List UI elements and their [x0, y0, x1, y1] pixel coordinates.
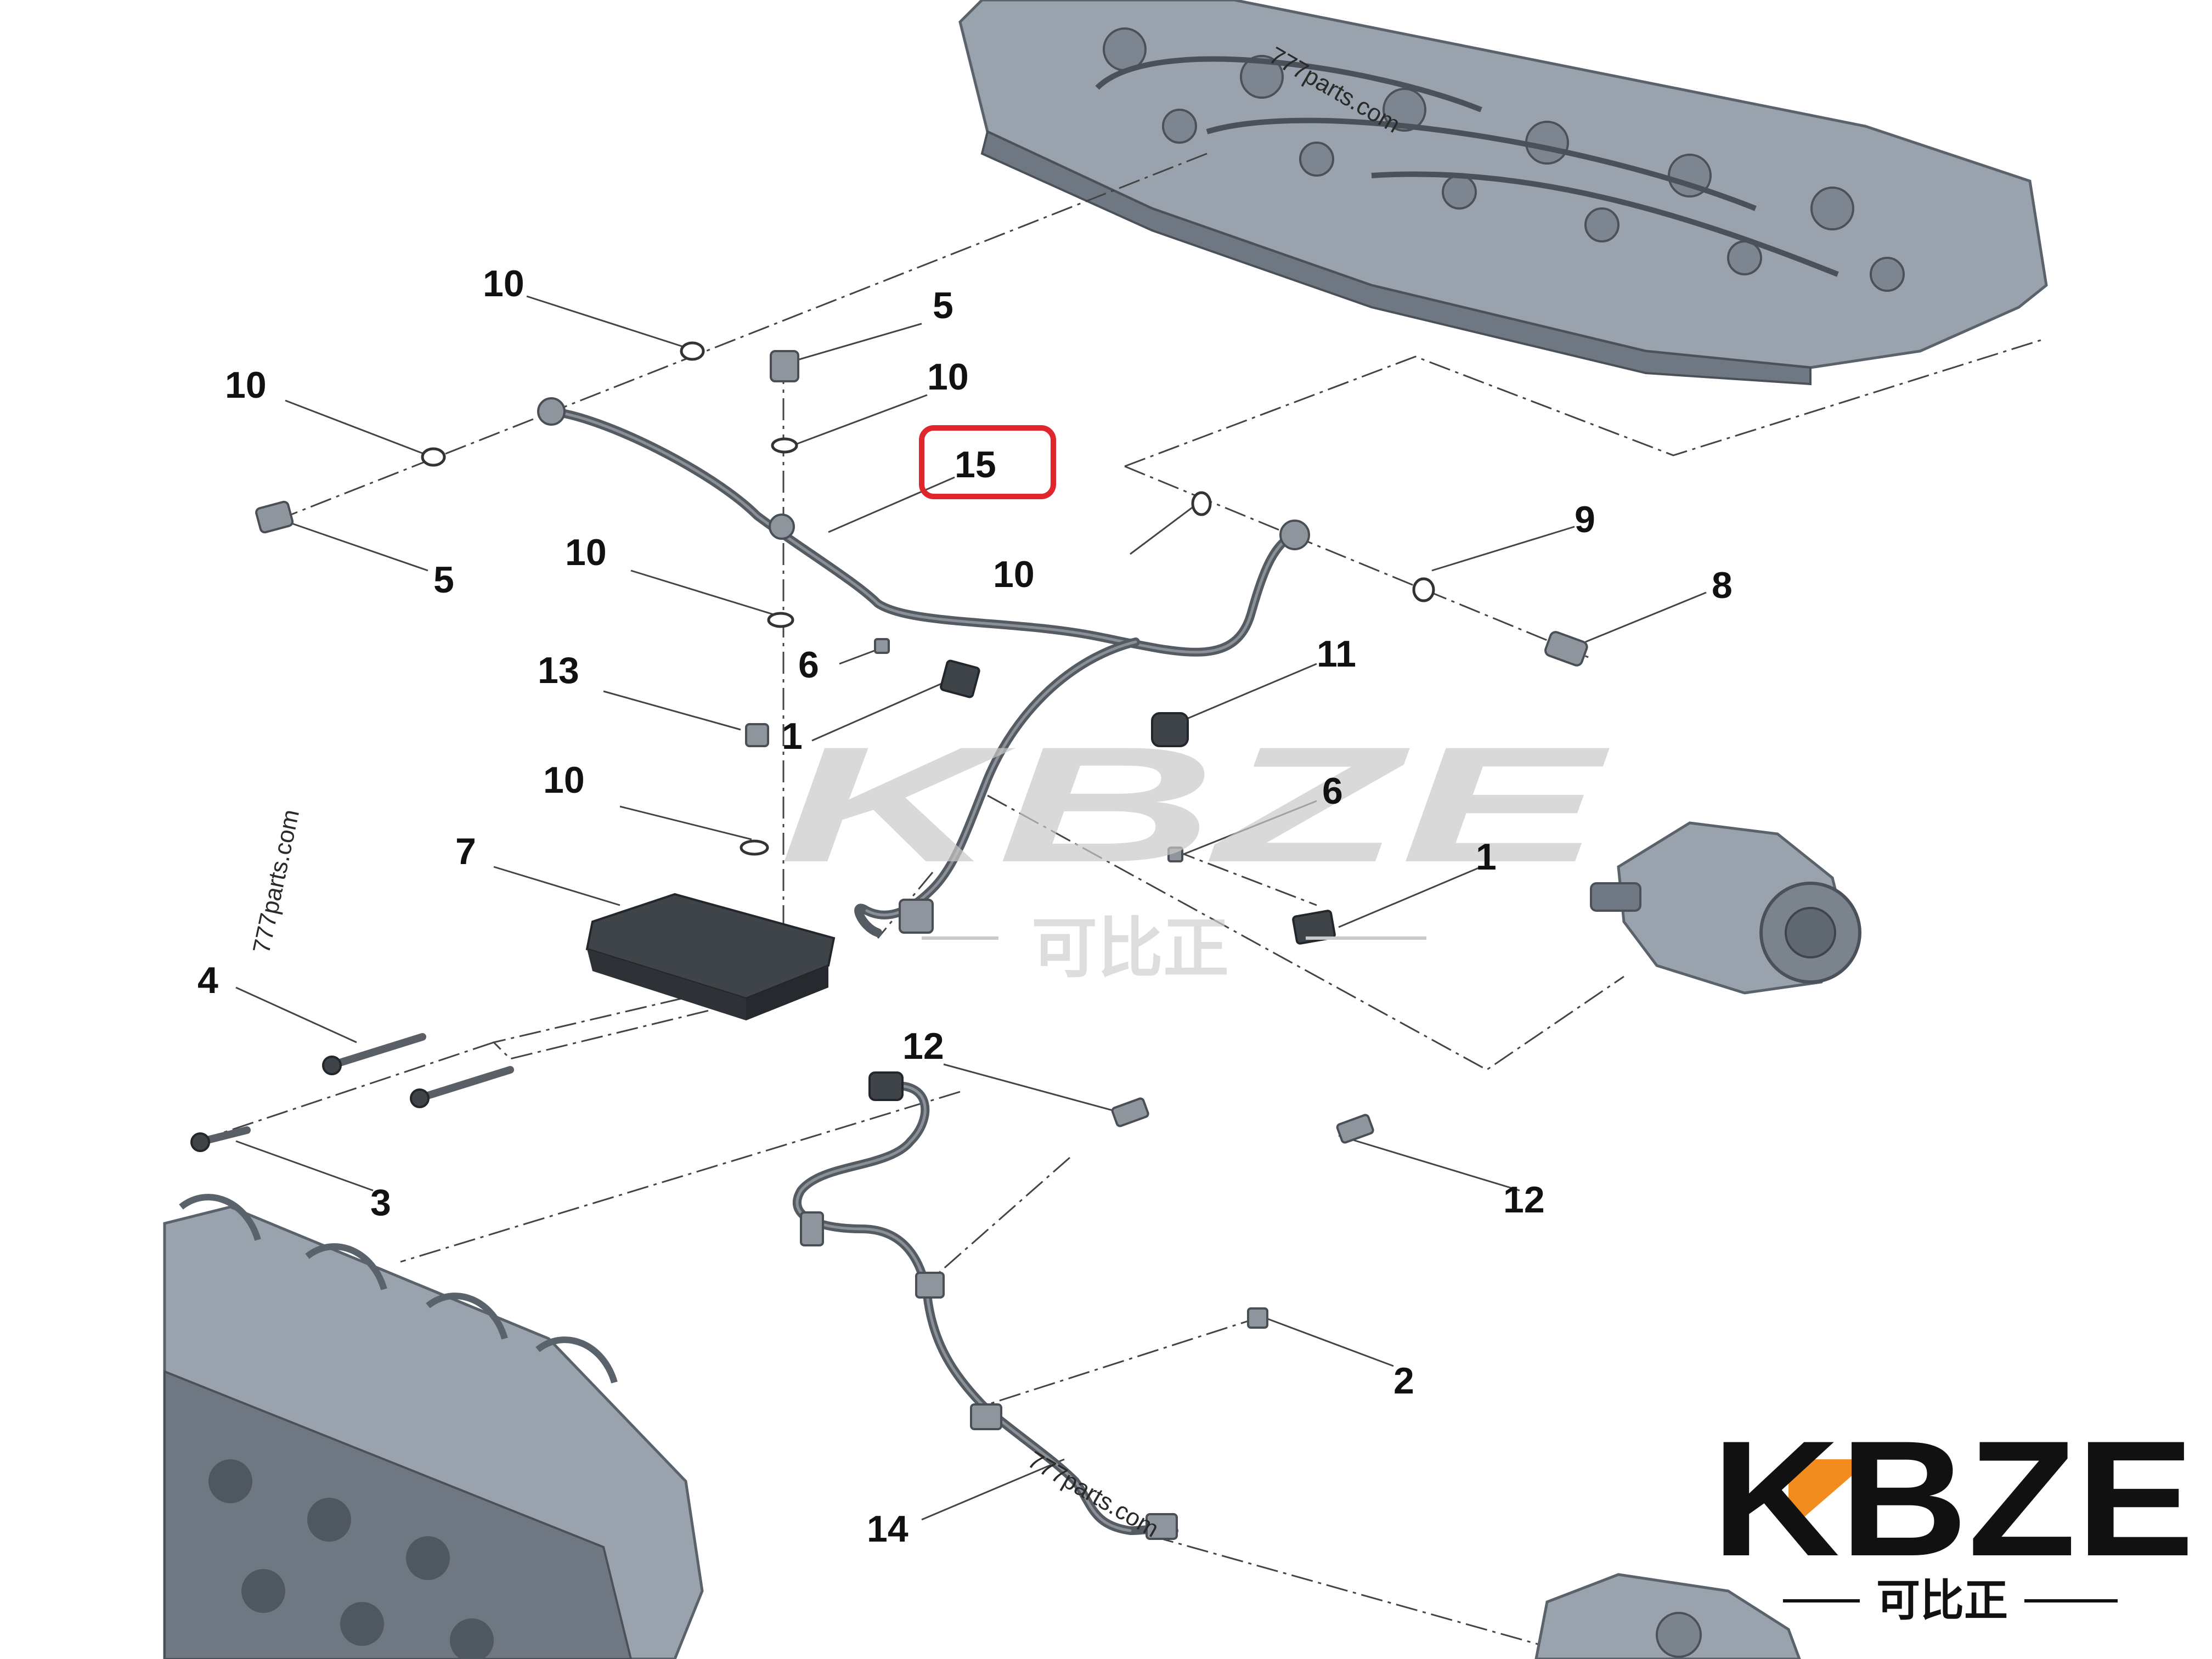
callout-10: 10 — [225, 364, 267, 406]
callout-10: 10 — [543, 759, 585, 801]
logo-accent-shape — [1788, 1459, 1871, 1531]
callout-8: 8 — [1712, 565, 1733, 606]
brand-logo-name: KBZE — [1712, 1406, 2194, 1590]
brand-logo: KBZE 可比正 — [1712, 1406, 2194, 1626]
callout-5: 5 — [433, 559, 454, 601]
leader-lines — [235, 295, 1707, 1521]
callout-1: 1 — [782, 715, 803, 757]
brand-logo-tagline: 可比正 — [1876, 1575, 2008, 1626]
bolts-3-4 — [190, 1033, 514, 1152]
small-parts — [255, 341, 1588, 945]
callout-9: 9 — [1575, 499, 1595, 540]
callout-10: 10 — [565, 532, 607, 573]
fuel-line-15 — [537, 397, 1310, 937]
callout-6: 6 — [1322, 770, 1343, 812]
callout-1: 1 — [1476, 836, 1497, 878]
callout-5: 5 — [933, 285, 953, 326]
callout-4: 4 — [198, 960, 218, 1001]
callout-11: 11 — [1317, 633, 1356, 675]
watermark-brand: KBZE — [779, 712, 1613, 896]
cylinder-head-bottom — [163, 1194, 704, 1659]
leak-off-line-14 — [793, 1071, 1374, 1540]
watermark-chinese: 可比正 — [1031, 911, 1229, 987]
callout-labels: 10 5 10 10 15 5 10 10 9 8 13 6 1 11 10 6… — [198, 263, 1733, 1550]
callout-2: 2 — [1393, 1360, 1414, 1402]
cylinder-head-top — [958, 0, 2048, 386]
callout-10: 10 — [483, 263, 524, 304]
callout-10: 10 — [993, 554, 1035, 595]
fuel-block-7 — [585, 893, 836, 1020]
callout-7: 7 — [455, 831, 476, 872]
highlight-box — [919, 425, 1056, 499]
site-watermark-left: 777parts.com — [248, 807, 304, 956]
center-watermark: KBZE 可比正 — [779, 712, 1613, 987]
callout-10: 10 — [927, 356, 969, 398]
callout-12: 12 — [902, 1025, 944, 1067]
callout-13: 13 — [538, 650, 579, 691]
fuel-pump — [1590, 821, 1861, 995]
callout-6: 6 — [798, 644, 819, 686]
fuel-pump-partial — [1534, 1573, 1801, 1659]
callout-14: 14 — [867, 1508, 909, 1550]
callout-15: 15 — [955, 444, 996, 486]
callout-3: 3 — [370, 1182, 391, 1223]
site-watermark-bottom: 777parts.com — [1023, 1446, 1163, 1543]
callout-12: 12 — [1503, 1179, 1545, 1221]
